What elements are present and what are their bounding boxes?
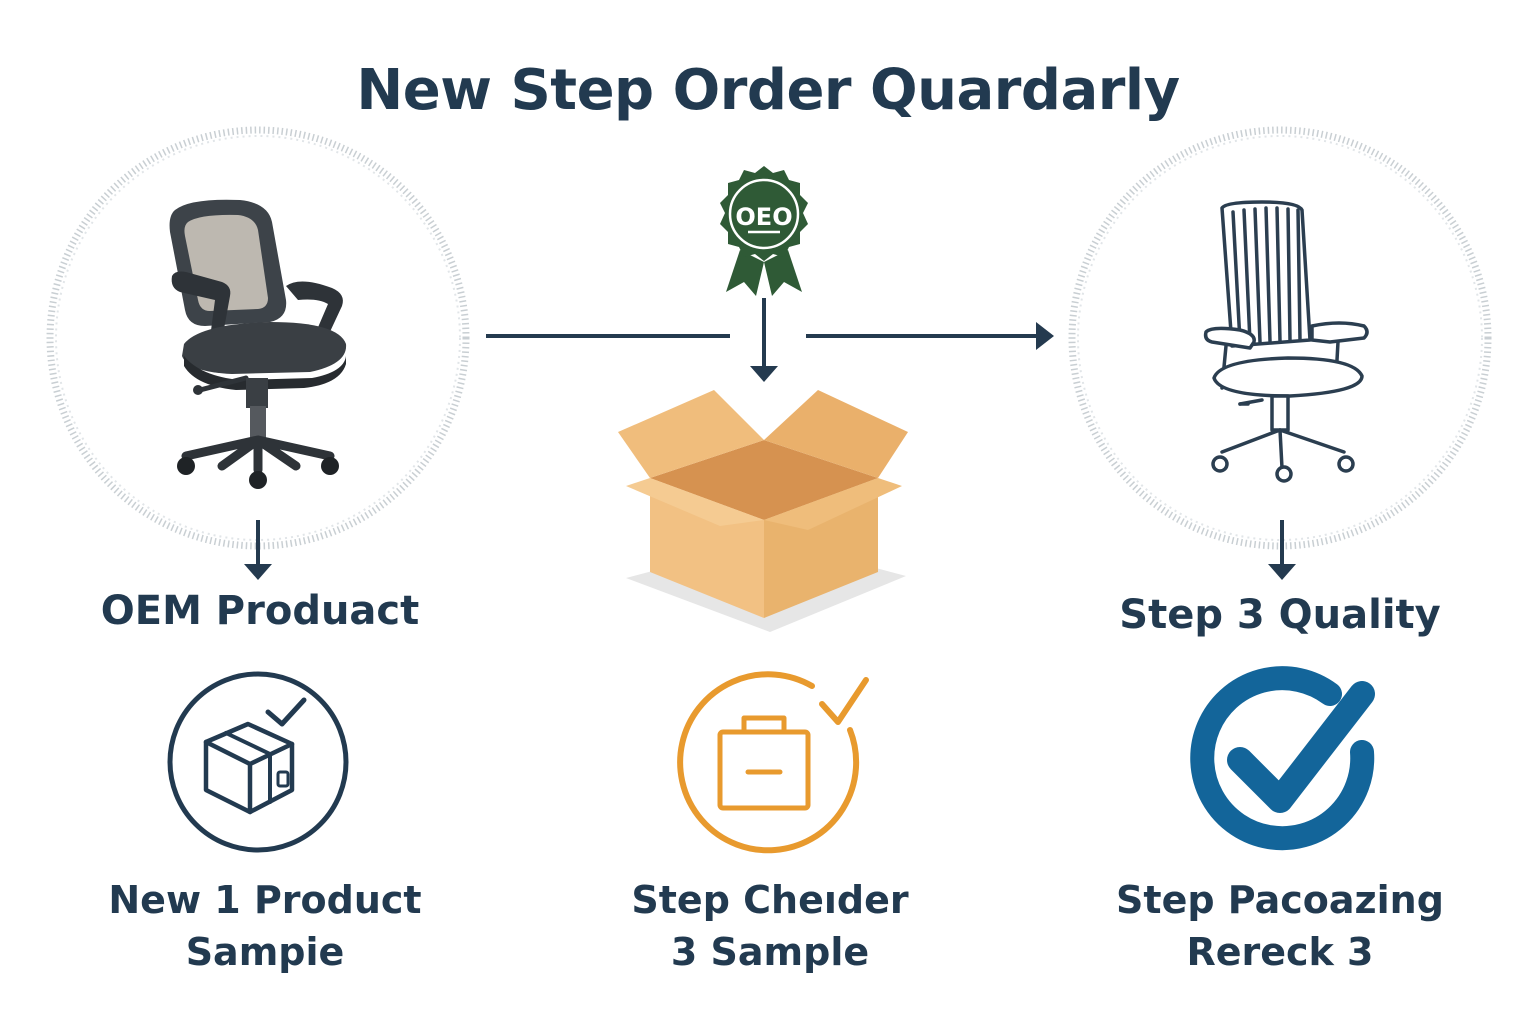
right-chair-frame <box>1068 126 1492 550</box>
step-label-line: Rereck 3 <box>1186 930 1374 974</box>
badge-text: OEO <box>735 203 792 231</box>
step-label-checker-sample: Step Cheıder 3 Sample <box>560 874 980 978</box>
step-label-packaging-recheck: Step Pacoazing Rereck 3 <box>1070 874 1490 978</box>
award-ribbon-icon: OEO <box>720 166 808 296</box>
check-circle-icon <box>1190 666 1375 851</box>
step-label-line: Step Cheıder <box>631 878 909 922</box>
step-label-line: 3 Sample <box>670 930 870 974</box>
step-label-oem-product: OEM Produact <box>100 588 420 634</box>
step-label-line: New 1 Product <box>108 878 422 922</box>
left-chair-frame <box>46 126 470 550</box>
outline-chair-icon <box>1203 200 1369 483</box>
cardboard-box-icon <box>618 390 908 632</box>
page-title: New Step Order Quardarly <box>356 58 1180 123</box>
step-label-line: Step Pacoazing <box>1116 878 1444 922</box>
flow-connectors <box>244 298 1296 580</box>
step-label-product-sample: New 1 Product Sampie <box>60 874 470 978</box>
office-chair-icon <box>169 199 347 489</box>
step-label-line: Sampie <box>185 930 345 974</box>
package-check-icon <box>167 671 349 853</box>
step-label-quality: Step 3 Quality <box>1119 592 1441 638</box>
briefcase-check-icon <box>677 671 869 854</box>
